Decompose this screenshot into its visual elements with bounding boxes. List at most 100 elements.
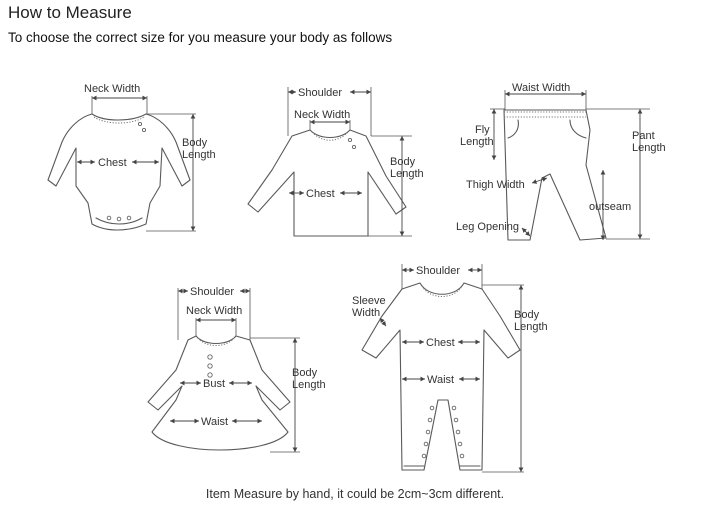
arrowhead — [525, 231, 530, 236]
bodysuit-diagram: Neck Width Chest Body Length — [47, 83, 216, 232]
arrowhead — [345, 119, 350, 125]
arrowhead — [292, 338, 298, 343]
romper-sleeve-width-label: Width — [352, 307, 380, 319]
arrowhead — [459, 376, 464, 382]
arrowhead — [357, 190, 362, 196]
arrowhead — [90, 159, 95, 165]
arrowhead — [288, 89, 293, 95]
arrowhead — [310, 119, 315, 125]
arrowhead — [170, 418, 175, 424]
arrowhead — [245, 288, 250, 294]
arrowhead — [257, 418, 262, 424]
page-title: How to Measure — [8, 3, 132, 22]
pants-outline — [503, 109, 607, 241]
arrowhead — [402, 339, 407, 345]
romper-snap-buttons — [421, 405, 465, 459]
arrowhead — [541, 177, 547, 182]
arrowhead — [600, 235, 606, 240]
arrowhead — [381, 320, 386, 326]
pants-thigh-width-label: Thigh Width — [466, 179, 525, 191]
arrowhead — [194, 418, 199, 424]
arrowhead — [477, 267, 482, 273]
arrowhead — [178, 288, 183, 294]
arrowhead — [292, 447, 298, 452]
tshirt-outline — [247, 129, 407, 237]
arrowhead — [380, 318, 385, 324]
arrowhead — [637, 234, 643, 239]
arrowhead — [229, 380, 234, 386]
dress-body-label: Body — [292, 367, 318, 379]
dress-waist-label: Waist — [201, 416, 228, 428]
arrowhead — [366, 89, 371, 95]
arrowhead — [637, 109, 643, 114]
arrowhead — [240, 288, 245, 294]
pants-leg-opening-label: Leg Opening — [456, 221, 519, 233]
arrowhead — [532, 179, 538, 184]
arrowhead — [458, 339, 463, 345]
arrowhead — [289, 190, 294, 196]
romper-length-label: Length — [514, 321, 548, 333]
arrowhead — [92, 95, 97, 101]
arrowhead — [491, 155, 497, 160]
bodysuit-body-label: Body — [182, 137, 208, 149]
romper-chest-label: Chest — [426, 337, 455, 349]
dress-length-label: Length — [292, 379, 326, 391]
arrowhead — [475, 339, 480, 345]
romper-shoulder-label: Shoulder — [416, 265, 460, 277]
tshirt-diagram: Shoulder Neck Width Chest Body Length — [247, 87, 424, 237]
footer-note: Item Measure by hand, it could be 2cm~3c… — [205, 487, 505, 501]
dress-outline — [147, 335, 291, 451]
romper-diagram: Shoulder Sleeve Width Chest Waist Body L… — [352, 264, 548, 473]
pants-pant-label: Pant — [632, 130, 655, 142]
arrowhead — [183, 288, 188, 294]
bodysuit-neck-width-label: Neck Width — [84, 83, 140, 95]
arrowhead — [77, 159, 82, 165]
romper-waist-label: Waist — [427, 374, 454, 386]
tshirt-shoulder-label: Shoulder — [298, 87, 342, 99]
arrowhead — [399, 231, 405, 236]
page-subtitle: To choose the correct size for you measu… — [8, 30, 393, 45]
pants-length-label: Length — [632, 142, 666, 154]
arrowhead — [232, 418, 237, 424]
romper-body-label: Body — [514, 309, 540, 321]
arrowhead — [475, 376, 480, 382]
arrowhead — [247, 380, 252, 386]
bodysuit-chest-label: Chest — [98, 157, 127, 169]
tshirt-chest-label: Chest — [306, 188, 335, 200]
pants-fly-length-label: Length — [460, 136, 494, 148]
arrowhead — [196, 317, 201, 323]
arrowhead — [399, 136, 405, 141]
arrowhead — [505, 91, 510, 97]
pants-waist-width-label: Waist Width — [512, 82, 570, 94]
arrowhead — [518, 285, 524, 290]
arrowhead — [132, 159, 137, 165]
arrowhead — [154, 159, 159, 165]
dress-neck-width-label: Neck Width — [186, 305, 242, 317]
dress-bust-label: Bust — [203, 378, 225, 390]
arrowhead — [340, 190, 345, 196]
arrowhead — [180, 380, 185, 386]
arrowhead — [402, 267, 407, 273]
arrowhead — [468, 267, 473, 273]
arrowhead — [600, 170, 606, 175]
arrowhead — [190, 114, 196, 119]
arrowhead — [291, 89, 296, 95]
arrowhead — [142, 95, 147, 101]
bodysuit-outline — [47, 113, 191, 231]
pants-diagram: Waist Width Fly Length Thigh Width Leg O… — [456, 82, 666, 241]
tshirt-length-label: Length — [390, 168, 424, 180]
dress-shoulder-label: Shoulder — [190, 286, 234, 298]
arrowhead — [299, 190, 304, 196]
arrowhead — [518, 467, 524, 472]
arrowhead — [491, 109, 497, 114]
arrowhead — [196, 380, 201, 386]
arrowhead — [522, 228, 527, 233]
tshirt-neck-width-label: Neck Width — [294, 109, 350, 121]
arrowhead — [190, 226, 196, 231]
tshirt-body-label: Body — [390, 156, 416, 168]
arrowhead — [231, 317, 236, 323]
arrowhead — [419, 339, 424, 345]
arrowhead — [350, 89, 355, 95]
dress-diagram: Shoulder Neck Width Bust Waist Body Leng… — [147, 286, 326, 453]
pants-outseam-label: outseam — [589, 201, 631, 213]
